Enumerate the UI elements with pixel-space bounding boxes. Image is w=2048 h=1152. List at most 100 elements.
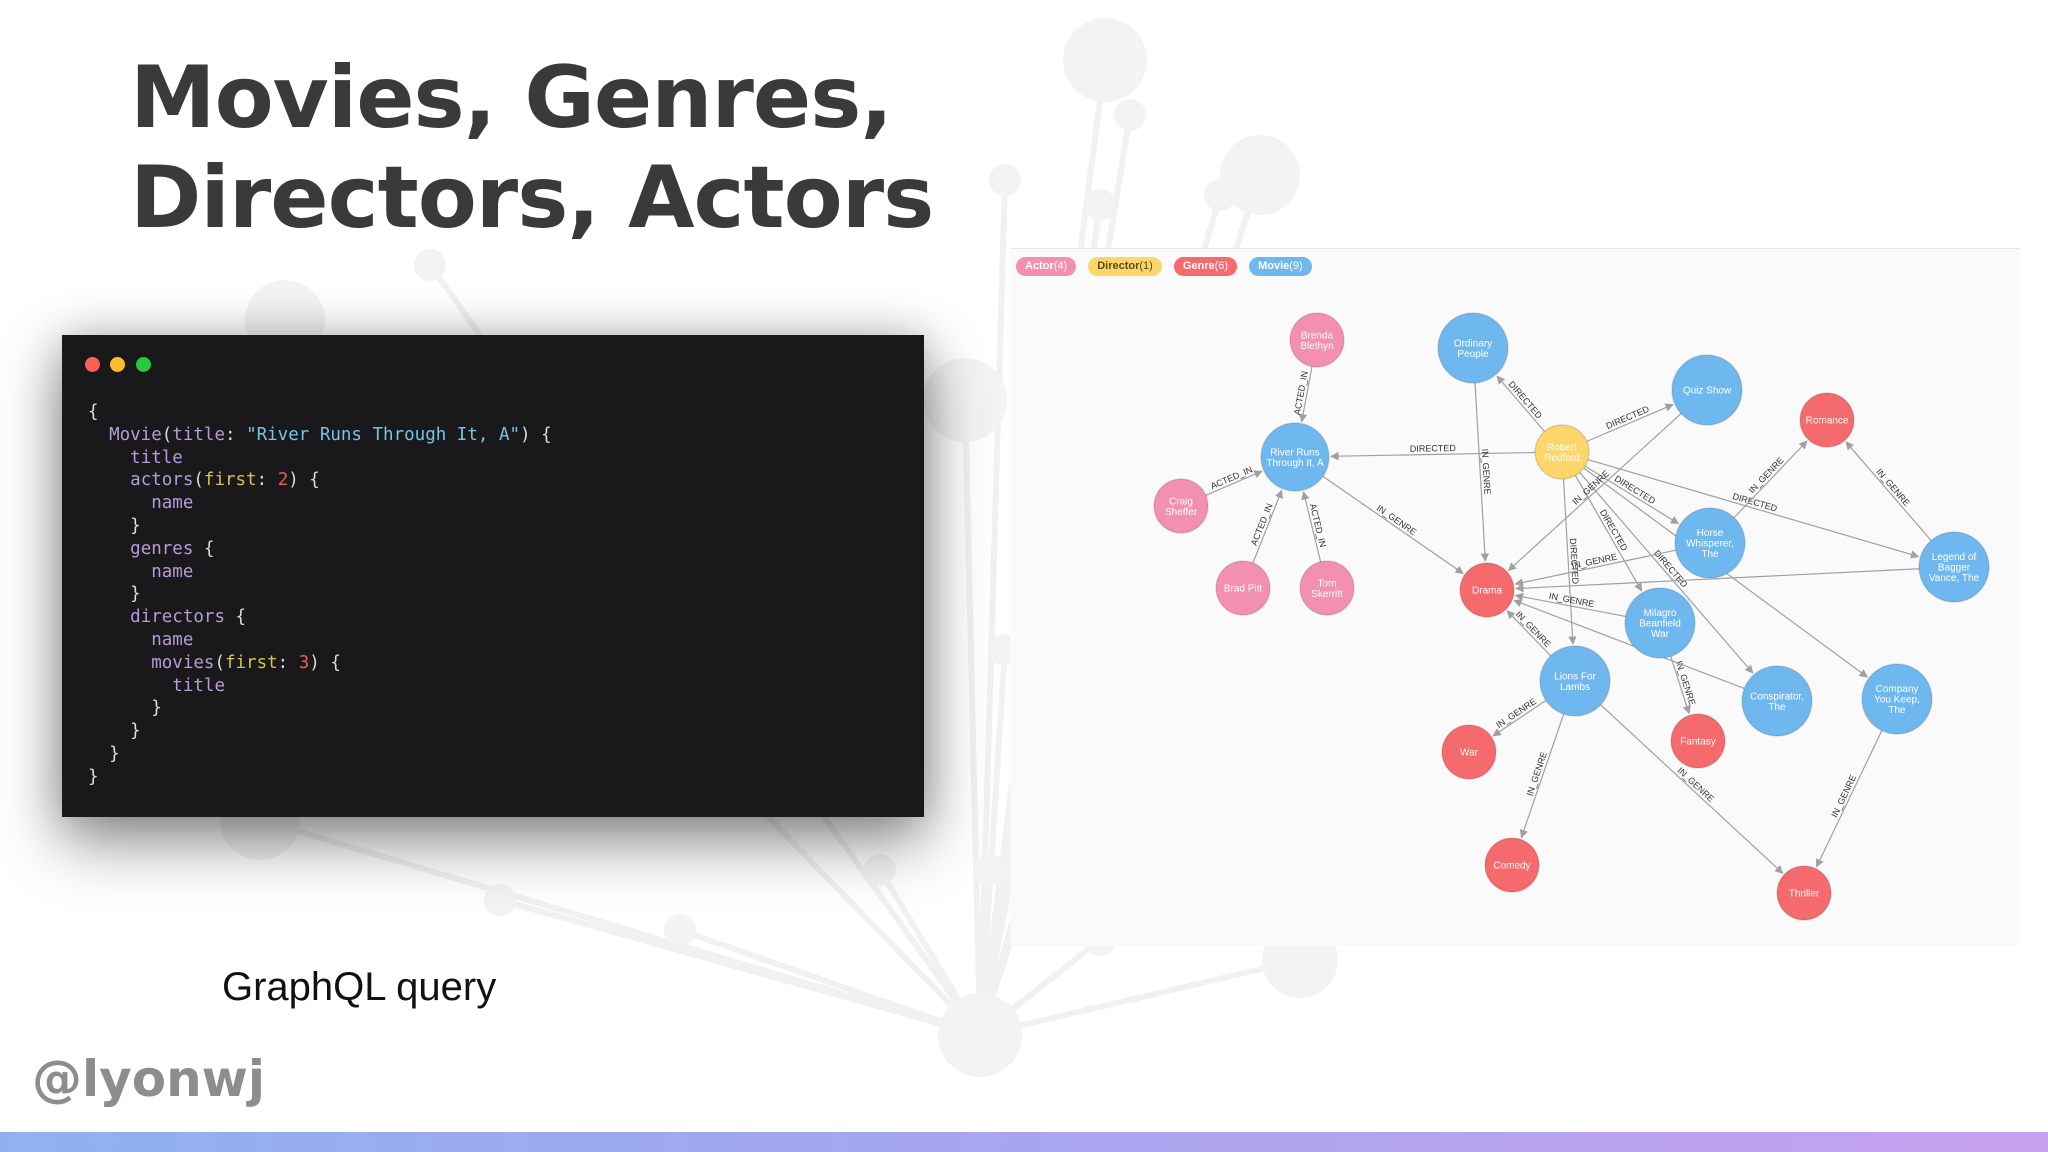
code-token: ( <box>161 424 173 445</box>
graph-edge-ordinary-drama[interactable] <box>1474 382 1490 562</box>
graph-edge-robert-river[interactable] <box>1330 451 1536 461</box>
graph-node-circle[interactable] <box>1289 312 1345 368</box>
graph-node-circle[interactable] <box>1215 560 1271 616</box>
graph-node-war[interactable]: War <box>1441 724 1497 780</box>
graph-node-quiz[interactable]: Quiz Show <box>1671 354 1743 426</box>
graph-node-drama[interactable]: Drama <box>1459 562 1515 618</box>
graph-visualization-panel[interactable]: Actor(4) Director(1) Genre(6) Movie(9) ACTE… <box>1010 248 2020 946</box>
code-token: title <box>172 424 225 445</box>
graph-edge-company-thriller[interactable] <box>1815 730 1883 868</box>
graph-edge-robert-milagro[interactable] <box>1574 475 1643 592</box>
graph-edge-lions-war[interactable] <box>1492 699 1547 737</box>
graph-edge-conspirator-drama[interactable] <box>1513 599 1745 690</box>
graph-edge-tom-river[interactable] <box>1301 491 1322 562</box>
bg-decor-dot <box>1220 135 1300 215</box>
graph-edge-milagro-fantasy[interactable] <box>1670 656 1691 715</box>
graph-node-circle[interactable] <box>1441 724 1497 780</box>
graph-node-circle[interactable] <box>1484 837 1540 893</box>
graph-node-circle[interactable] <box>1459 562 1515 618</box>
graph-edge-quiz-drama[interactable] <box>1507 413 1682 572</box>
graph-edge-river-drama[interactable] <box>1322 475 1464 574</box>
graph-edge-robert-ordinary[interactable] <box>1496 375 1545 432</box>
graph-edge-horse-romance[interactable] <box>1733 440 1808 519</box>
graph-edge-craig-river[interactable] <box>1205 470 1263 496</box>
code-line: actors(first: 2) { <box>88 469 552 492</box>
bg-decor-dot <box>938 993 1022 1077</box>
graph-edge-label: DIRECTED <box>1568 538 1581 585</box>
code-line: name <box>88 561 552 584</box>
bg-decor-line <box>259 817 981 1038</box>
code-line: } <box>88 697 552 720</box>
code-token: { <box>193 538 215 559</box>
code-token: movies <box>151 652 215 673</box>
graph-edge-label: IN_GENRE <box>1874 467 1912 508</box>
graph-node-circle[interactable] <box>1299 560 1355 616</box>
code-token <box>88 470 130 490</box>
graph-edge-robert-lions[interactable] <box>1562 478 1577 645</box>
graph-node-circle[interactable] <box>1799 392 1855 448</box>
graph-edge-robert-legend[interactable] <box>1587 459 1920 559</box>
graph-edge-lions-thriller[interactable] <box>1600 704 1784 874</box>
code-line: } <box>88 766 552 789</box>
graph-node-fantasy[interactable]: Fantasy <box>1670 713 1726 769</box>
code-token: title <box>130 447 183 468</box>
code-token: genres <box>130 538 194 559</box>
graph-node-circle[interactable] <box>1153 478 1209 534</box>
graph-edge-lions-drama[interactable] <box>1506 610 1552 657</box>
code-line: { <box>88 401 552 424</box>
graph-edge-legend-romance[interactable] <box>1845 441 1932 541</box>
code-line: directors { <box>88 606 552 629</box>
graph-node-circle[interactable] <box>1534 424 1590 480</box>
graph-node-label: Brad Pitt <box>1224 584 1263 595</box>
code-line: title <box>88 675 552 698</box>
graph-edge-robert-quiz[interactable] <box>1586 403 1674 442</box>
graph-edge-robert-conspirator[interactable] <box>1579 472 1754 674</box>
graph-node-circle[interactable] <box>1260 422 1330 492</box>
graph-node-thriller[interactable]: Thriller <box>1776 865 1832 921</box>
graph-edge-milagro-drama[interactable] <box>1514 592 1626 618</box>
graph-node-comedy[interactable]: Comedy <box>1484 837 1540 893</box>
graph-node-circle[interactable] <box>1674 507 1746 579</box>
graph-edge-horse-drama[interactable] <box>1514 549 1676 587</box>
bottom-gradient-bar <box>0 1132 2048 1152</box>
legend-pill-genre[interactable]: Genre(6) <box>1173 257 1238 276</box>
code-token: { <box>224 607 247 628</box>
legend-label: Actor <box>1025 260 1054 272</box>
graph-edge-legend-drama[interactable] <box>1515 568 1920 593</box>
legend-label: Director <box>1097 260 1140 272</box>
graph-edge-brenda-river[interactable] <box>1298 366 1313 423</box>
graph-node-romance[interactable]: Romance <box>1799 392 1855 448</box>
graph-node-circle[interactable] <box>1539 645 1611 717</box>
graph-node-circle[interactable] <box>1671 354 1743 426</box>
graph-node-circle[interactable] <box>1776 865 1832 921</box>
legend-pill-actor[interactable]: Actor(4) <box>1016 257 1077 276</box>
graph-node-circle[interactable] <box>1624 587 1696 659</box>
graph-node-label: The <box>1701 549 1719 560</box>
graph-node-circle[interactable] <box>1861 663 1933 735</box>
graph-edge-label: DIRECTED <box>1731 491 1778 514</box>
graph-node-circle[interactable] <box>1741 665 1813 737</box>
legend-pill-director[interactable]: Director(1) <box>1088 257 1162 276</box>
graph-node-conspirator[interactable]: Conspirator,The <box>1741 665 1813 737</box>
graph-edge-robert-horse[interactable] <box>1584 465 1680 525</box>
graph-node-circle[interactable] <box>1670 713 1726 769</box>
graph-node-circle[interactable] <box>1918 531 1990 603</box>
graph-edge-brad-river[interactable] <box>1252 489 1283 564</box>
code-line: movies(first: 3) { <box>88 652 552 675</box>
graph-node-circle[interactable] <box>1437 312 1509 384</box>
legend-pill-movie[interactable]: Movie(9) <box>1249 257 1312 276</box>
graph-edge-lions-comedy[interactable] <box>1519 713 1565 839</box>
graph-node-brad[interactable]: Brad Pitt <box>1215 560 1271 616</box>
